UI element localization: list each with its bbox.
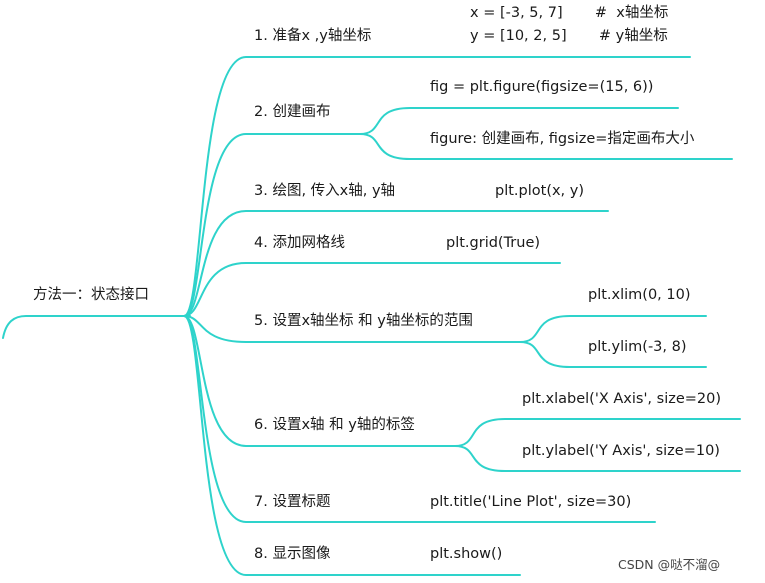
branch-step-2: [183, 133, 361, 317]
step-8-detail-show: plt.show(): [430, 546, 503, 562]
step-5-label: 5. 设置x轴坐标 和 y轴坐标的范围: [254, 313, 473, 329]
step-4-label: 4. 添加网格线: [254, 235, 345, 251]
branch-step-3: [183, 210, 609, 317]
branch-step-4: [183, 262, 561, 317]
step-5-detail-ylim: plt.ylim(-3, 8): [588, 339, 687, 355]
step-3-detail-plot: plt.plot(x, y): [495, 183, 585, 199]
step-1-label: 1. 准备x ,y轴坐标: [254, 28, 372, 44]
step-7-label: 7. 设置标题: [254, 494, 331, 510]
sub-branch-step-6-a: [454, 418, 741, 447]
step-6-label: 6. 设置x轴 和 y轴的标签: [254, 417, 415, 433]
sub-branch-step-5-b: [519, 341, 707, 368]
branch-step-5: [183, 315, 521, 343]
step-1-detail-y: y = [10, 2, 5] # y轴坐标: [470, 28, 668, 44]
root-node-label: 方法一：状态接口: [33, 287, 149, 303]
branch-step-1: [183, 56, 691, 317]
sub-branch-step-2-a: [359, 107, 679, 135]
sub-branch-step-5-a: [519, 315, 707, 343]
step-4-detail-grid: plt.grid(True): [446, 235, 541, 251]
watermark: CSDN @哒不溜@: [618, 557, 721, 572]
step-5-detail-xlim: plt.xlim(0, 10): [588, 287, 691, 303]
branch-step-8: [183, 315, 521, 576]
step-2-detail-figure: fig = plt.figure(figsize=(15, 6)): [430, 79, 654, 95]
root-underline: [2, 315, 191, 339]
sub-branch-step-2-b: [359, 133, 733, 160]
step-6-detail-xlabel: plt.xlabel('X Axis', size=20): [522, 391, 722, 407]
step-1-detail-x: x = [-3, 5, 7] # x轴坐标: [470, 5, 669, 21]
step-8-label: 8. 显示图像: [254, 546, 331, 562]
sub-branch-step-6-b: [454, 445, 741, 472]
step-6-detail-ylabel: plt.ylabel('Y Axis', size=10): [522, 443, 720, 459]
step-7-detail-title: plt.title('Line Plot', size=30): [430, 494, 632, 510]
step-2-detail-note: figure: 创建画布, figsize=指定画布大小: [430, 131, 695, 147]
step-3-label: 3. 绘图, 传入x轴, y轴: [254, 183, 396, 199]
step-2-label: 2. 创建画布: [254, 104, 331, 120]
branch-step-6: [183, 315, 456, 447]
